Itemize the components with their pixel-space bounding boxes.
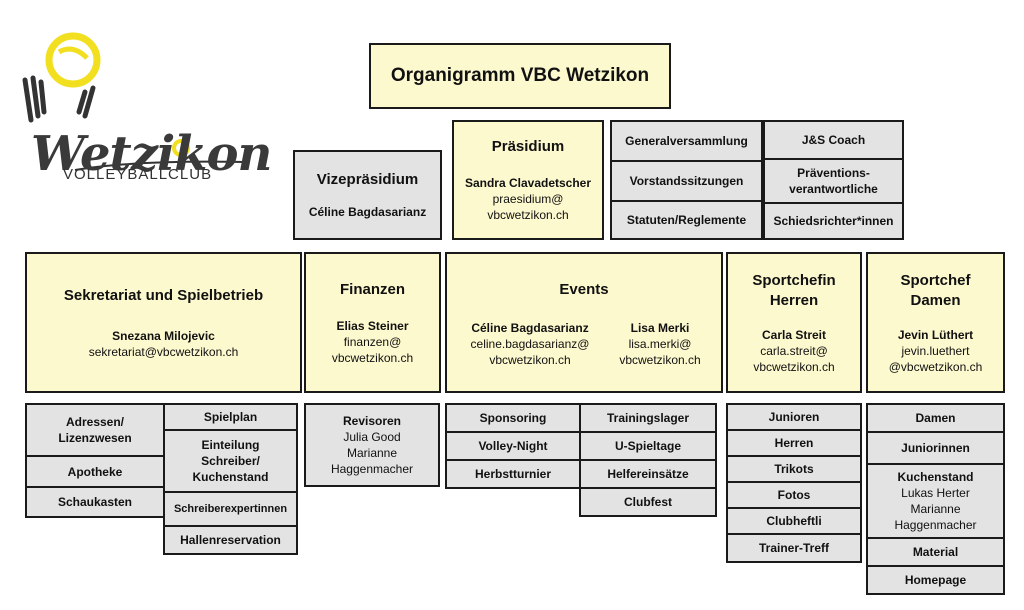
- helfereinsaetze-box: Helfereinsätze: [579, 459, 717, 489]
- praesidium-email-line1: praesidium@: [492, 192, 564, 206]
- clubheftli-box: Clubheftli: [726, 507, 862, 535]
- logo-wordmark: Wetzikon: [31, 126, 272, 182]
- adressen-box: Adressen/ Lizenzwesen: [25, 403, 165, 457]
- revisoren-name-1: Julia Good: [343, 430, 401, 444]
- events-people: Céline Bagdasarianz celine.bagdasarianz@…: [447, 320, 721, 368]
- schreiberexpertinnen-box: Schreiberexpertinnen: [163, 491, 298, 527]
- revisoren-name-3: Haggenmacher: [330, 462, 414, 476]
- herren-title-line2: Herren: [769, 291, 819, 309]
- finanzen-email-line1: finanzen@: [343, 334, 402, 349]
- schiedsrichter-box: Schiedsrichter*innen: [763, 202, 904, 240]
- events-person-1: Céline Bagdasarianz celine.bagdasarianz@…: [455, 320, 605, 368]
- clubfest-box: Clubfest: [579, 487, 717, 517]
- apotheke-box: Apotheke: [25, 455, 165, 488]
- u-spieltage-box: U-Spieltage: [579, 431, 717, 461]
- kuchenstand-box: Kuchenstand Lukas Herter Marianne Haggen…: [866, 463, 1005, 539]
- material-box: Material: [866, 537, 1005, 567]
- events-person-2: Lisa Merki lisa.merki@ vbcwetzikon.ch: [605, 320, 715, 368]
- events-person-2-email1: lisa.merki@: [628, 337, 692, 351]
- events-person-2-email2: vbcwetzikon.ch: [619, 353, 701, 367]
- finanzen-email-line2: vbcwetzikon.ch: [331, 350, 414, 365]
- logo-subtitle: VOLLEYBALLCLUB: [63, 166, 213, 183]
- page-title: Organigramm VBC Wetzikon: [369, 43, 671, 109]
- praesidium-name: Sandra Clavadetscher: [464, 176, 592, 190]
- praesidium-email-line2: vbcwetzikon.ch: [487, 208, 569, 222]
- revisoren-box: Revisoren Julia Good Marianne Haggenmach…: [304, 403, 440, 487]
- revisoren-title: Revisoren: [342, 414, 402, 428]
- statuten-box: Statuten/Reglemente: [610, 200, 763, 240]
- finanzen-title: Finanzen: [339, 280, 405, 298]
- damen-email-line1: jevin.luethert: [901, 343, 970, 358]
- trikots-box: Trikots: [726, 455, 862, 483]
- kuchenstand-name-2: Marianne: [910, 502, 961, 516]
- vizepraesidium-box: Vizepräsidium Céline Bagdasarianz: [293, 150, 442, 240]
- einteilung-box: Einteilung Schreiber/ Kuchenstand: [163, 429, 298, 493]
- trainingslager-box: Trainingslager: [579, 403, 717, 433]
- sekretariat-email: sekretariat@vbcwetzikon.ch: [88, 344, 239, 359]
- finanzen-box: Finanzen Elias Steiner finanzen@ vbcwetz…: [304, 252, 441, 393]
- damen-team-box: Damen: [866, 403, 1005, 433]
- fotos-box: Fotos: [726, 481, 862, 509]
- vorstandssitzungen-box: Vorstandssitzungen: [610, 160, 763, 202]
- kuchenstand-name-1: Lukas Herter: [901, 486, 970, 500]
- schaukasten-box: Schaukasten: [25, 486, 165, 518]
- spielplan-box: Spielplan: [163, 403, 298, 431]
- vize-name: Céline Bagdasarianz: [308, 205, 427, 219]
- volleyball-logo-icon: [22, 32, 246, 171]
- herren-title-line1: Sportchefin: [752, 271, 836, 289]
- praesidium-title: Präsidium: [491, 138, 565, 155]
- damen-name: Jevin Lüthert: [897, 327, 974, 342]
- trainer-treff-box: Trainer-Treff: [726, 533, 862, 563]
- sportchef-damen-box: Sportchef Damen Jevin Lüthert jevin.luet…: [866, 252, 1005, 393]
- events-person-2-name: Lisa Merki: [630, 321, 690, 335]
- club-logo: Wetzikon VOLLEYBALLCLUB: [15, 30, 272, 190]
- homepage-box: Homepage: [866, 565, 1005, 595]
- herren-email-line2: vbcwetzikon.ch: [753, 359, 835, 374]
- praevention-box: Präventions-verantwortliche: [763, 158, 904, 204]
- junioren-box: Junioren: [726, 403, 862, 431]
- volley-night-box: Volley-Night: [445, 431, 581, 461]
- herren-name: Carla Streit: [761, 327, 827, 342]
- sekretariat-title: Sekretariat und Spielbetrieb: [63, 286, 264, 304]
- sekretariat-box: Sekretariat und Spielbetrieb Snezana Mil…: [25, 252, 302, 393]
- herbstturnier-box: Herbstturnier: [445, 459, 581, 489]
- juniorinnen-box: Juniorinnen: [866, 431, 1005, 465]
- damen-title-line1: Sportchef: [900, 271, 971, 289]
- events-title: Events: [559, 281, 609, 298]
- events-box: Events Céline Bagdasarianz celine.bagdas…: [445, 252, 723, 393]
- herren-team-box: Herren: [726, 429, 862, 457]
- herren-email-line1: carla.streit@: [760, 343, 828, 358]
- praesidium-box: Präsidium Sandra Clavadetscher praesidiu…: [452, 120, 604, 240]
- generalversammlung-box: Generalversammlung: [610, 120, 763, 162]
- sportchefin-herren-box: Sportchefin Herren Carla Streit carla.st…: [726, 252, 862, 393]
- damen-email-line2: @vbcwetzikon.ch: [888, 359, 983, 374]
- events-person-1-name: Céline Bagdasarianz: [471, 321, 589, 335]
- kuchenstand-title: Kuchenstand: [897, 470, 974, 484]
- revisoren-name-2: Marianne: [346, 446, 398, 460]
- finanzen-name: Elias Steiner: [336, 318, 409, 333]
- events-person-1-email2: vbcwetzikon.ch: [489, 353, 571, 367]
- sekretariat-name: Snezana Milojevic: [112, 328, 215, 343]
- hallenreservation-box: Hallenreservation: [163, 525, 298, 555]
- vize-title: Vizepräsidium: [316, 171, 419, 188]
- damen-title-line2: Damen: [910, 291, 961, 309]
- js-coach-box: J&S Coach: [763, 120, 904, 160]
- kuchenstand-name-3: Haggenmacher: [894, 518, 977, 532]
- events-person-1-email1: celine.bagdasarianz@: [470, 337, 590, 351]
- sponsoring-box: Sponsoring: [445, 403, 581, 433]
